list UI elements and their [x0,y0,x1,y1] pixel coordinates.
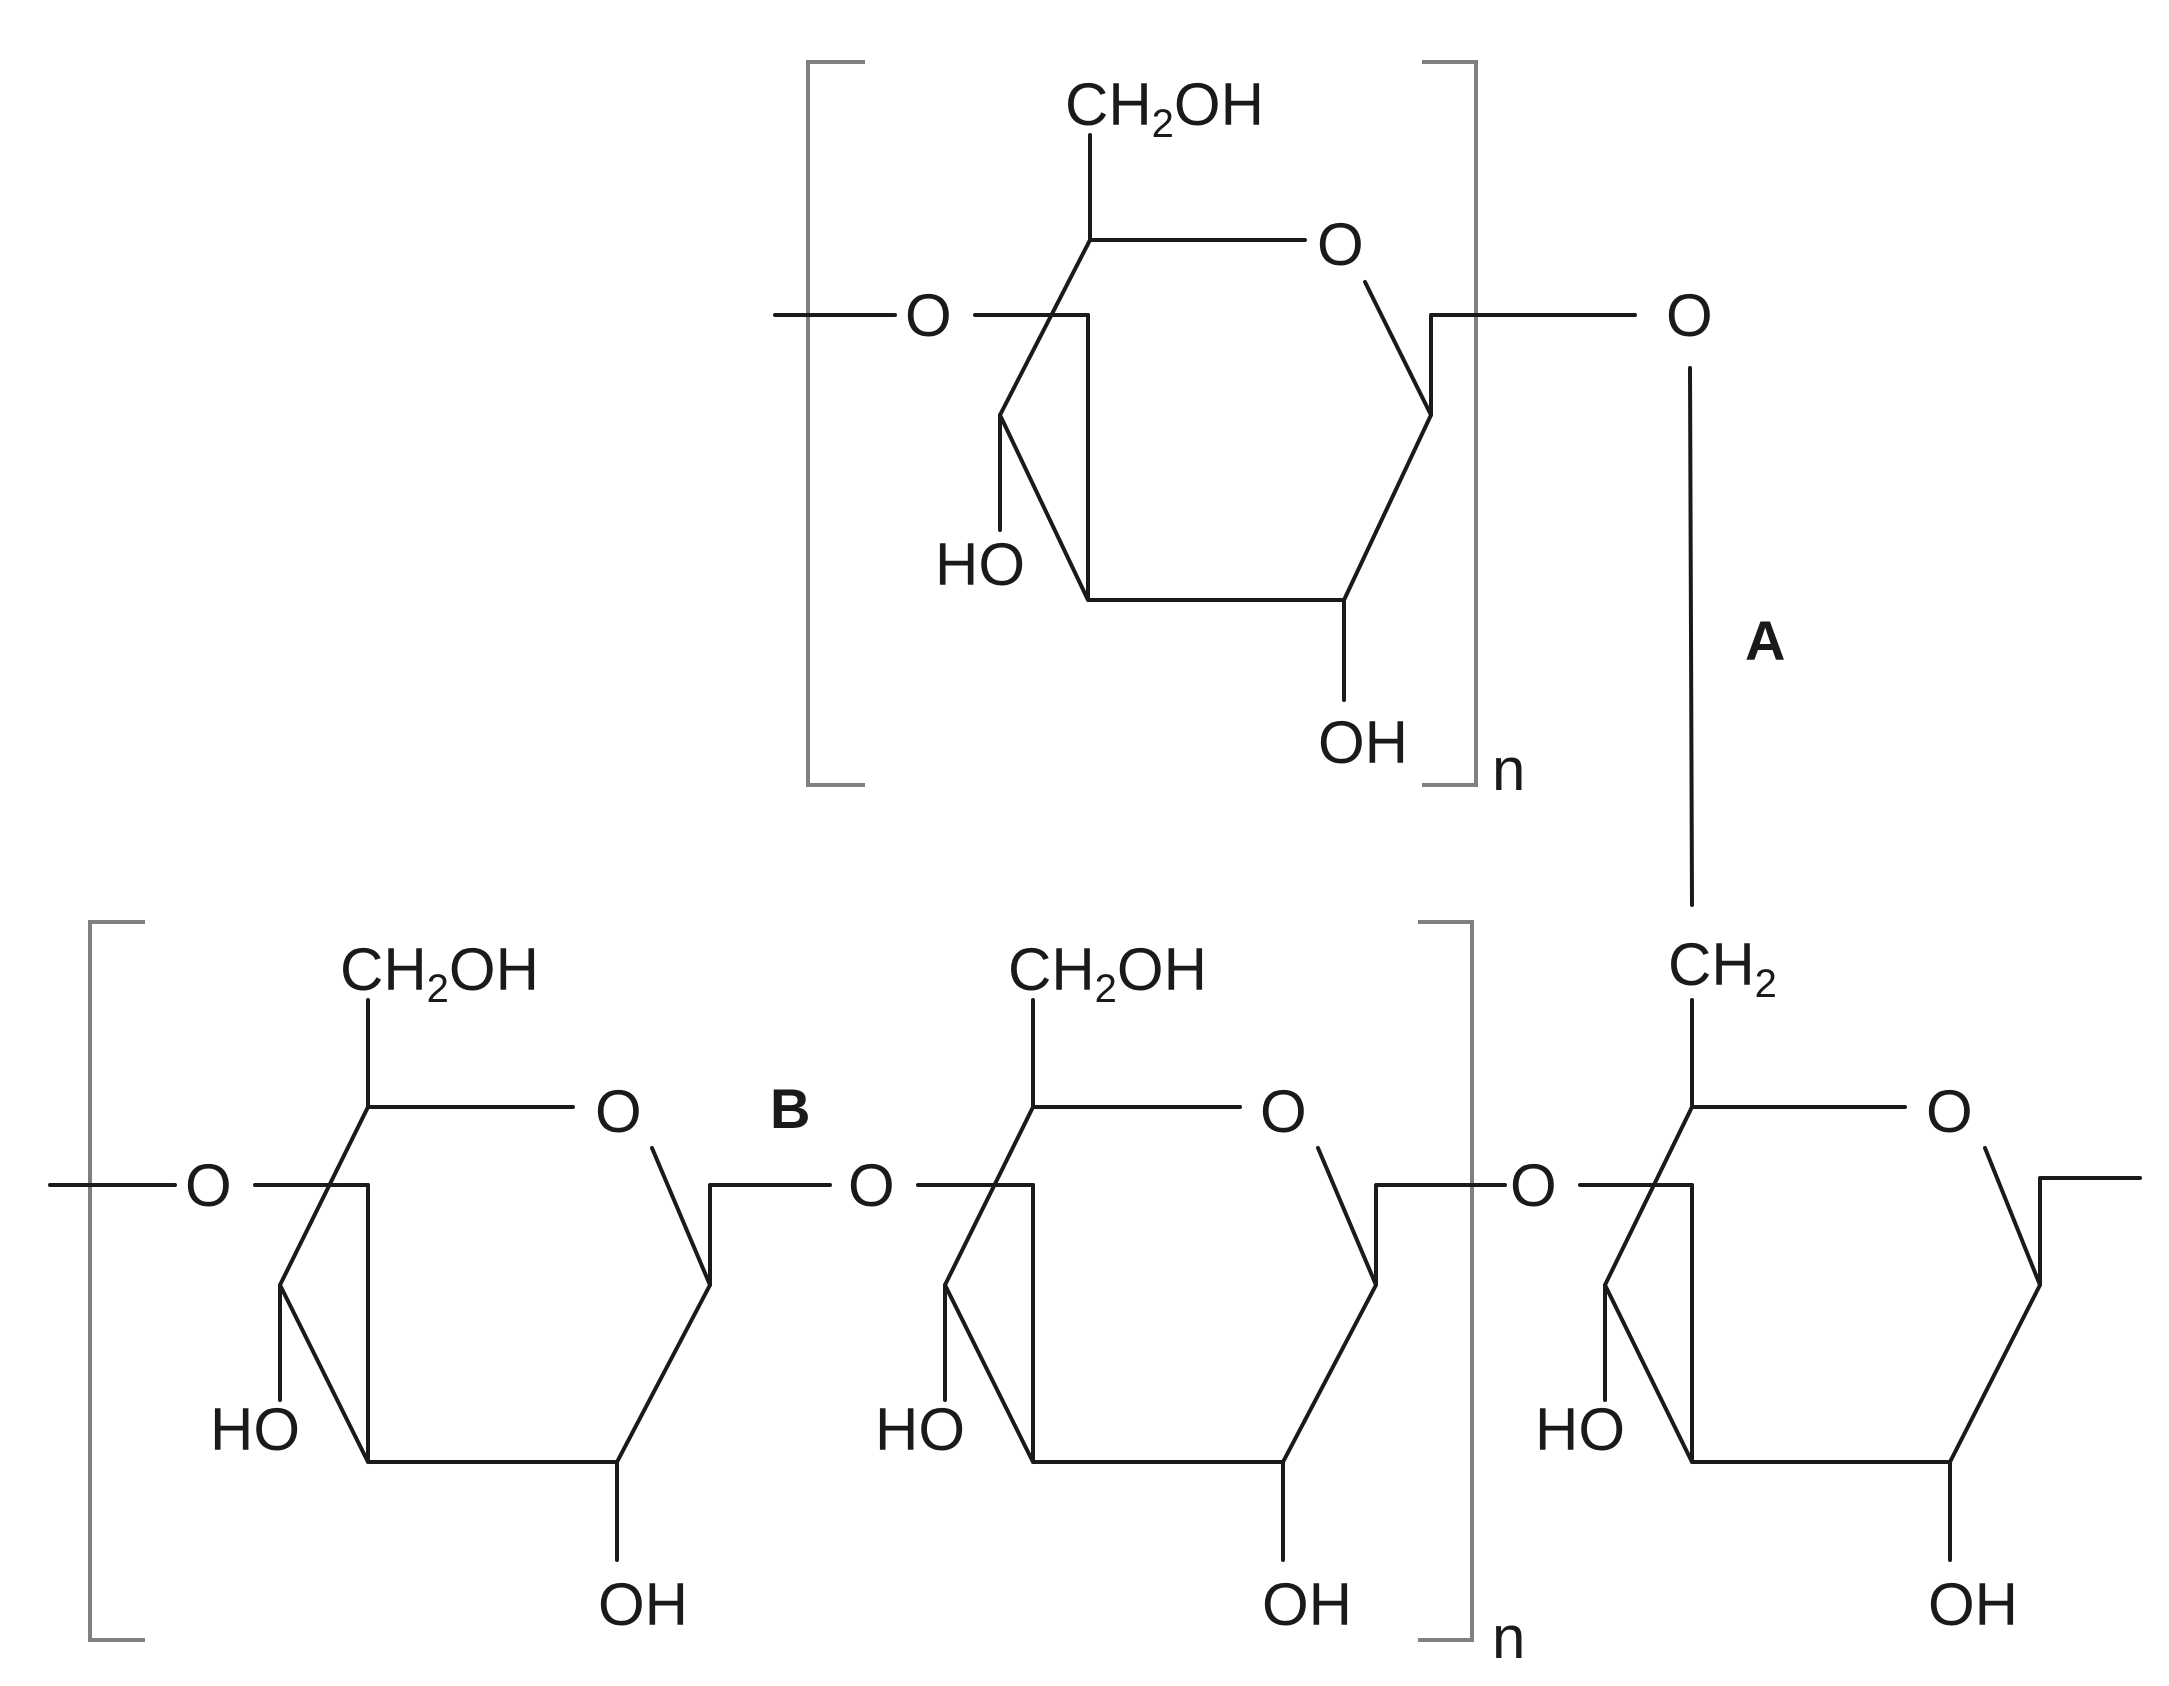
ring3-bonds [1603,1105,2042,1562]
ring3-ho-label: HO [1535,1396,1625,1463]
linkage-a-bond [1688,366,1694,907]
ring3-oh-label: OH [1928,1571,2018,1638]
ring1-ch2oh-label: CH2OH [340,936,539,1011]
ring1-bonds [278,1105,712,1562]
ring1-right-bond [708,1183,832,1287]
ring2-ch2oh-label: CH2OH [1008,936,1207,1011]
top-right-bridge-bond [1429,313,1637,417]
ring2-right-bond [1374,1183,1507,1287]
top-right-bridge-oxygen: O [1666,282,1713,349]
ring1-oh-label: OH [598,1571,688,1638]
bottom-ring-2: CH2OH O HO OH [875,936,1507,1638]
top-ring-bonds [998,238,1433,702]
ring2-bonds [943,1105,1378,1562]
linkage-b-label: B [770,1077,810,1140]
top-ho-label: HO [935,531,1025,598]
top-repeat-index: n [1492,736,1525,803]
ring2-oh-label: OH [1262,1571,1352,1638]
bottom-bracket-left [88,920,145,1642]
top-bracket-left [806,60,865,787]
bottom-ring-1: CH2OH O O HO OH [48,936,832,1638]
bottom-ring-3: O HO OH [1535,998,2142,1638]
bridge-oxygen-2-3: O [1510,1152,1557,1219]
top-unit: n CH2OH O O O HO OH [773,60,1713,803]
ring3-ring-oxygen: O [1926,1078,1973,1145]
linkage-a-label: A [1745,609,1785,672]
ring2-ring-oxygen: O [1260,1078,1307,1145]
ring1-ho-label: HO [210,1396,300,1463]
top-ring-oxygen: O [1317,211,1364,278]
ring1-ring-oxygen: O [595,1078,642,1145]
top-left-bridge-oxygen: O [905,282,952,349]
bridge-oxygen-1-2: O [848,1152,895,1219]
linkage-a: A CH2 [1668,366,1785,1006]
bottom-repeat-index: n [1492,1604,1525,1671]
ring2-ho-label: HO [875,1396,965,1463]
top-oh-label: OH [1318,709,1408,776]
top-bracket-right [1422,60,1478,787]
top-ch2oh-label: CH2OH [1065,71,1264,146]
ring3-right-bond [2038,1176,2142,1287]
methylene-label: CH2 [1668,931,1777,1006]
structure: n CH2OH O O O HO OH A CH2 [48,60,2142,1671]
ring1-left-bridge-oxygen: O [185,1152,232,1219]
bottom-bracket-right [1418,920,1474,1642]
